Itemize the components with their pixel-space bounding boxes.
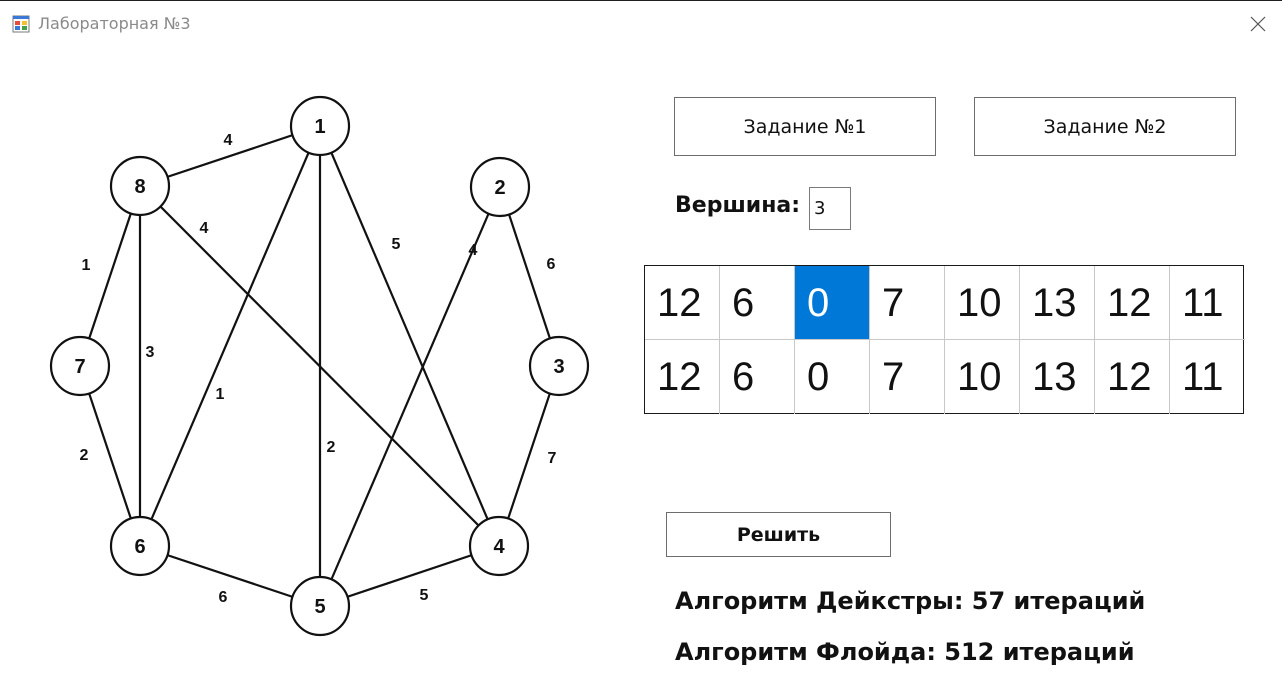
node-circle xyxy=(109,515,171,577)
edge-weight-label: 4 xyxy=(200,220,209,237)
node-label: 2 xyxy=(494,177,505,199)
edge-weight-label: 7 xyxy=(548,450,557,467)
graph-edge-1-4 xyxy=(318,125,501,547)
grid-cell[interactable]: 10 xyxy=(945,266,1020,340)
grid-cell[interactable]: 12 xyxy=(1095,266,1170,340)
node-label: 7 xyxy=(74,356,85,378)
grid-cell[interactable]: 7 xyxy=(870,340,945,414)
node-label: 4 xyxy=(493,536,505,558)
edge-weight-label: 3 xyxy=(146,344,155,361)
graph-edge-7-6 xyxy=(78,365,142,547)
graph-edge-8-7 xyxy=(78,185,142,367)
graph-node-6: 6 xyxy=(109,515,171,577)
graph-node-7: 7 xyxy=(49,335,111,397)
graph-edge-8-1 xyxy=(139,124,321,188)
edge-weight-label: 2 xyxy=(80,447,89,464)
grid-cell[interactable]: 12 xyxy=(1095,340,1170,414)
node-label: 8 xyxy=(134,176,145,198)
title-bar[interactable]: Лабораторная №3 xyxy=(0,1,1282,47)
node-circle xyxy=(49,335,111,397)
window-border xyxy=(0,0,1282,1)
edge-weight-label: 5 xyxy=(392,236,401,253)
graph-edge-3-4 xyxy=(497,365,561,547)
node-circle xyxy=(289,575,351,637)
grid-cell[interactable]: 12 xyxy=(645,340,720,414)
task2-button[interactable]: Задание №2 xyxy=(974,97,1236,156)
node-circle xyxy=(289,95,351,157)
vertex-input[interactable] xyxy=(809,187,851,230)
close-button[interactable] xyxy=(1240,6,1276,42)
vertex-label: Вершина: xyxy=(675,193,801,218)
edge-weight-label: 2 xyxy=(327,439,336,456)
grid-cell[interactable]: 7 xyxy=(870,266,945,340)
node-circle xyxy=(109,155,171,217)
task1-button[interactable]: Задание №1 xyxy=(674,97,936,156)
edge-weight-label: 6 xyxy=(547,256,556,273)
graph-node-3: 3 xyxy=(528,335,590,397)
grid-cell[interactable]: 13 xyxy=(1020,266,1095,340)
grid-cell[interactable]: 11 xyxy=(1182,355,1224,399)
grid-cell[interactable]: 12 xyxy=(645,266,720,340)
graph-node-4: 4 xyxy=(468,515,530,577)
edge-weight-label: 1 xyxy=(82,257,91,274)
node-label: 3 xyxy=(553,356,564,378)
graph-canvas: 4 1 2 5 4 6 7 1 3 4 2 6 5 1 2 3 4 5 6 7 8 xyxy=(49,95,590,637)
grid-cell[interactable]: 6 xyxy=(720,340,795,414)
graph-node-8: 8 xyxy=(109,155,171,217)
grid-cell[interactable]: 11 xyxy=(1170,266,1245,340)
edge-weight-label: 4 xyxy=(224,132,233,149)
node-label: 1 xyxy=(314,116,325,138)
grid-cell[interactable]: 13 xyxy=(1020,340,1095,414)
node-label: 5 xyxy=(314,596,325,618)
edge-weight-label: 4 xyxy=(469,242,478,259)
graph-node-2: 2 xyxy=(469,156,531,218)
edge-weight-label: 6 xyxy=(219,589,228,606)
graph-node-5: 5 xyxy=(289,575,351,637)
graph-node-1: 1 xyxy=(289,95,351,157)
grid-cell[interactable]: 10 xyxy=(945,340,1020,414)
grid-cell[interactable]: 0 xyxy=(795,266,870,340)
solve-button[interactable]: Решить xyxy=(666,512,891,557)
node-circle xyxy=(528,335,590,397)
edge-weight-label: 1 xyxy=(216,386,225,403)
graph-edge-6-5 xyxy=(139,544,321,608)
dijkstra-result: Алгоритм Дейкстры: 57 итераций xyxy=(675,587,1146,615)
graph-edge-5-4 xyxy=(319,544,500,608)
graph-edge-1-6 xyxy=(138,125,322,547)
floyd-result: Алгоритм Флойда: 512 итераций xyxy=(675,638,1135,666)
node-label: 6 xyxy=(134,536,145,558)
graph-edge-2-5 xyxy=(318,186,502,607)
node-circle xyxy=(468,515,530,577)
edge-weight-label: 5 xyxy=(420,587,429,604)
graph-edge-2-3 xyxy=(498,186,561,367)
node-circle xyxy=(469,156,531,218)
graph-edge-8-4 xyxy=(139,185,500,547)
grid-cell[interactable]: 0 xyxy=(795,340,870,414)
window-title: Лабораторная №3 xyxy=(38,14,191,33)
windows-form-icon xyxy=(12,15,30,33)
close-icon xyxy=(1250,16,1266,32)
grid-cell[interactable]: 6 xyxy=(720,266,795,340)
